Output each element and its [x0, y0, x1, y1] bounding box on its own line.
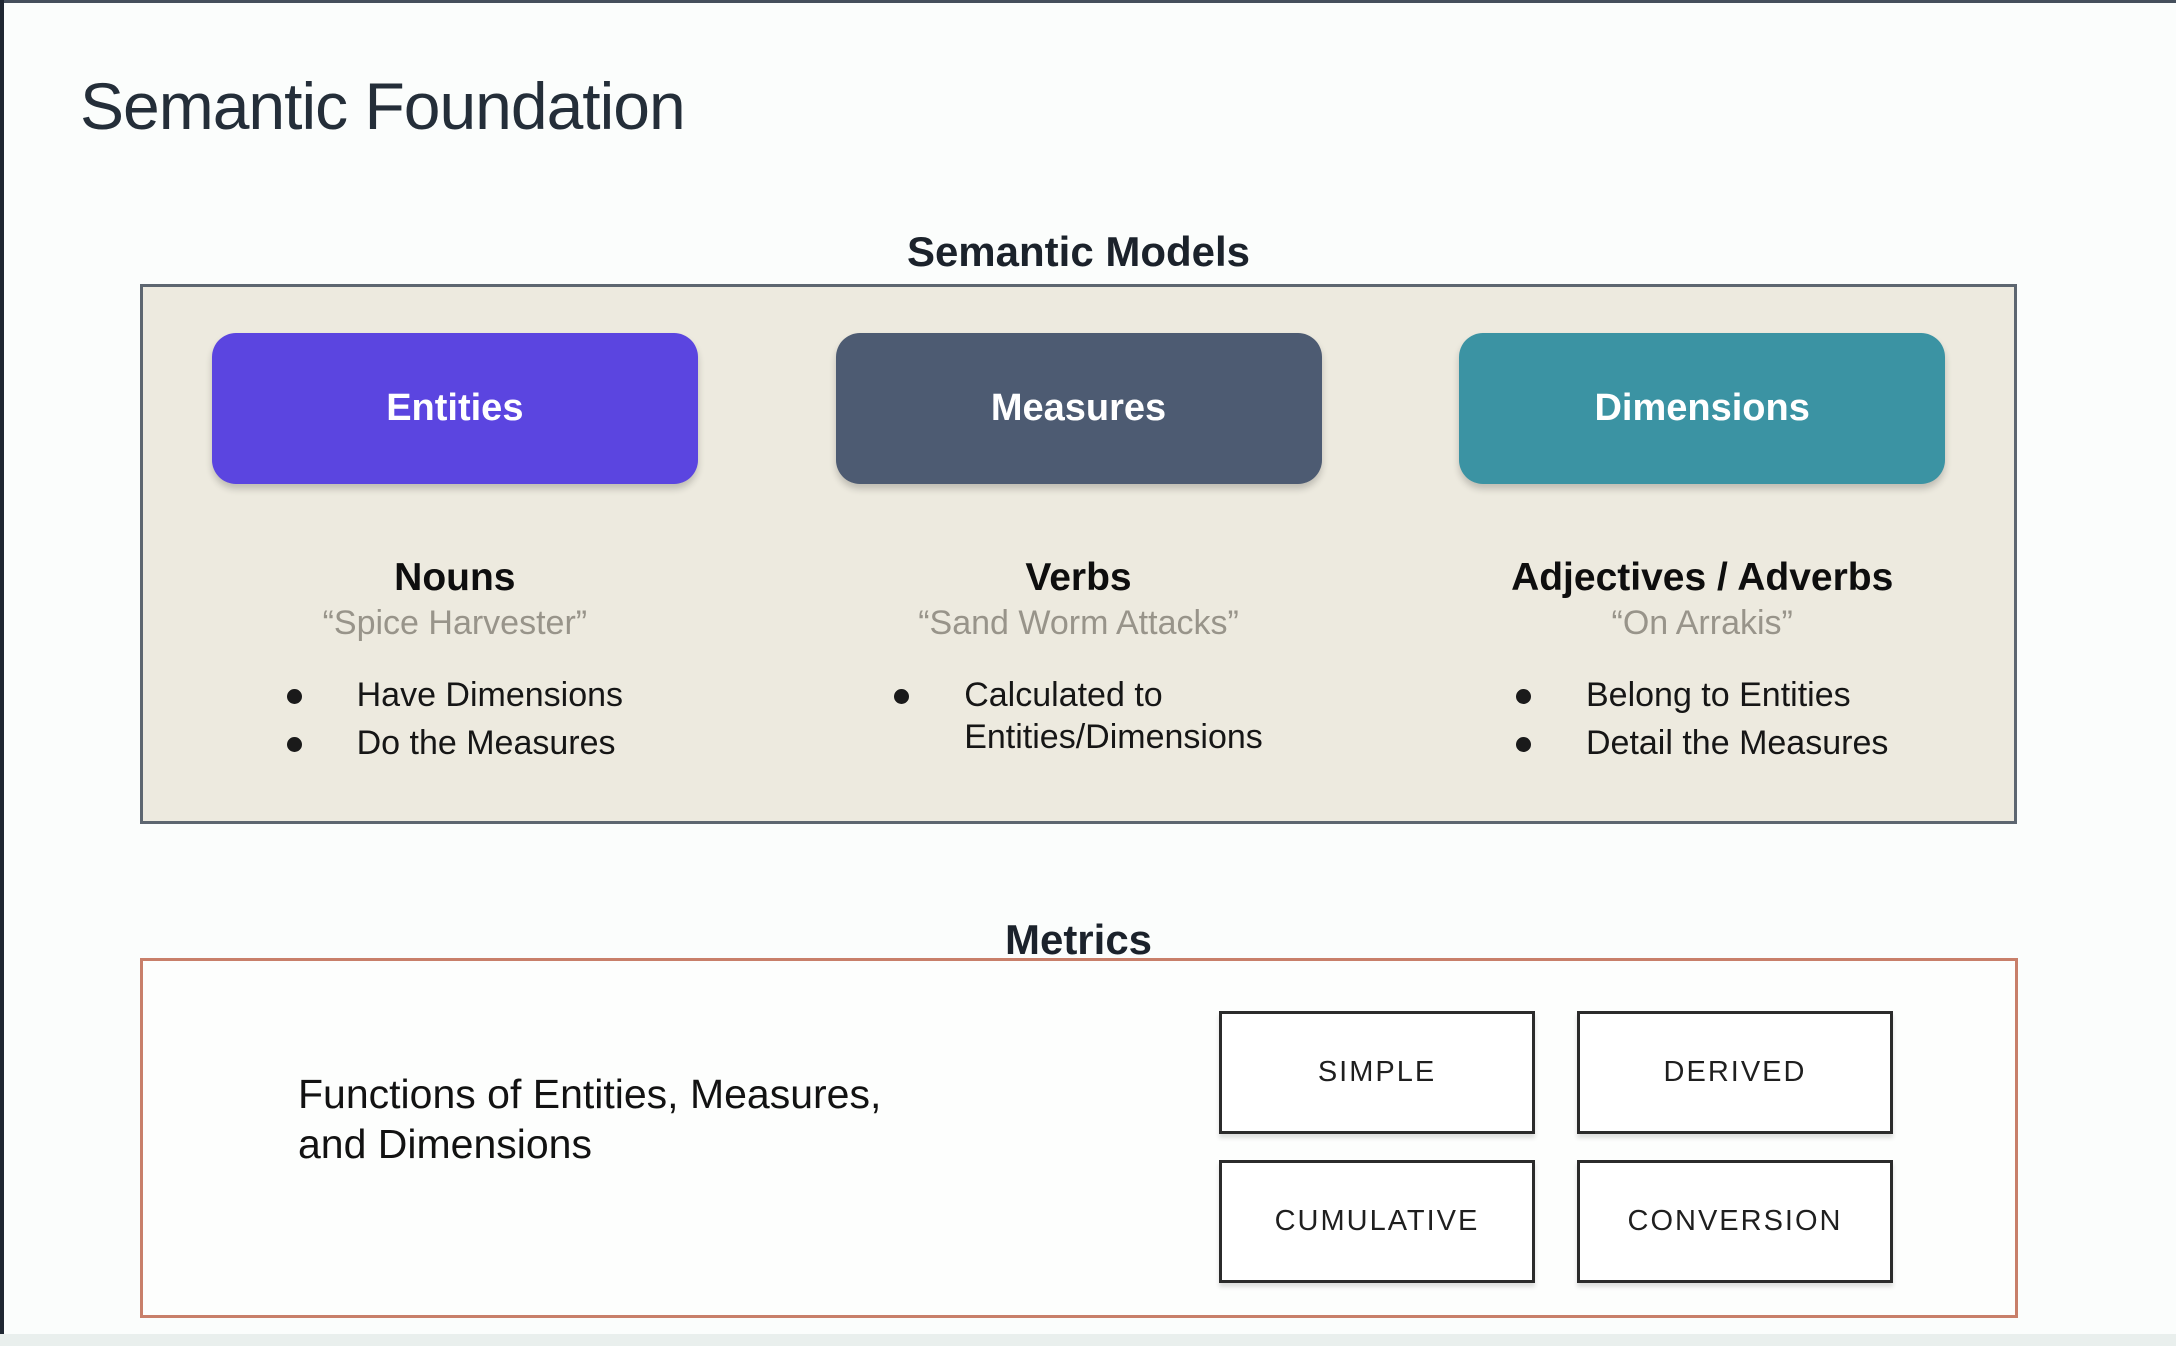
metric-type-conversion: CONVERSION — [1577, 1160, 1893, 1283]
list-item: Have Dimensions — [286, 674, 624, 716]
bullet-text: Belong to Entities — [1585, 676, 1851, 714]
slide-title: Semantic Foundation — [80, 69, 686, 143]
window-left-edge — [0, 0, 4, 1346]
dimensions-example-quote: “On Arrakis” — [1611, 604, 1793, 642]
entities-example-quote: “Spice Harvester” — [322, 604, 588, 642]
dimensions-pill: Dimensions — [1459, 333, 1946, 484]
metric-types-grid: SIMPLE DERIVED CUMULATIVE CONVERSION — [1219, 1011, 1893, 1283]
dimensions-bullet-list: Belong to Entities Detail the Measures — [1515, 674, 1889, 770]
list-item: Calculated to Entities/Dimensions — [894, 674, 1263, 758]
bullet-dot — [894, 689, 910, 704]
dimensions-column: Dimensions Adjectives / Adverbs “On Arra… — [1390, 287, 2014, 821]
bullet-dot — [286, 737, 302, 752]
list-item: Belong to Entities — [1515, 674, 1888, 716]
metrics-heading: Metrics — [1004, 916, 1153, 963]
measures-example-quote: “Sand Worm Attacks” — [918, 604, 1239, 642]
metrics-description-line: Functions of Entities, Measures, — [298, 1071, 882, 1117]
bullet-text: Do the Measures — [356, 724, 616, 762]
metric-type-simple: SIMPLE — [1219, 1011, 1535, 1134]
entities-part-of-speech: Nouns — [394, 556, 516, 599]
metrics-description: Functions of Entities, Measures, and Dim… — [298, 1069, 881, 1169]
metrics-panel: Functions of Entities, Measures, and Dim… — [140, 958, 2018, 1318]
measures-column: Measures Verbs “Sand Worm Attacks” Calcu… — [767, 287, 1391, 821]
semantic-models-heading: Semantic Models — [906, 228, 1251, 275]
bullet-text: Detail the Measures — [1585, 724, 1889, 762]
semantic-models-panel: Entities Nouns “Spice Harvester” Have Di… — [140, 284, 2017, 824]
entities-pill: Entities — [211, 333, 698, 484]
dimensions-part-of-speech: Adjectives / Adverbs — [1511, 556, 1894, 599]
measures-bullet-list: Calculated to Entities/Dimensions — [894, 674, 1263, 764]
bullet-dot — [286, 689, 302, 704]
entities-column: Entities Nouns “Spice Harvester” Have Di… — [143, 287, 767, 821]
bullet-dot — [1515, 689, 1531, 704]
bullet-text: Calculated to Entities/Dimensions — [964, 676, 1263, 756]
list-item: Do the Measures — [286, 722, 623, 764]
metric-type-cumulative: CUMULATIVE — [1219, 1160, 1535, 1283]
entities-bullet-list: Have Dimensions Do the Measures — [286, 674, 624, 770]
list-item: Detail the Measures — [1515, 722, 1889, 764]
window-bottom-strip — [0, 1334, 2176, 1346]
measures-pill: Measures — [835, 333, 1322, 484]
metric-type-derived: DERIVED — [1577, 1011, 1893, 1134]
measures-part-of-speech: Verbs — [1025, 556, 1132, 599]
bullet-text: Have Dimensions — [356, 676, 624, 714]
window-top-edge — [0, 0, 2176, 3]
metrics-description-line: and Dimensions — [298, 1121, 592, 1167]
bullet-dot — [1515, 737, 1531, 752]
